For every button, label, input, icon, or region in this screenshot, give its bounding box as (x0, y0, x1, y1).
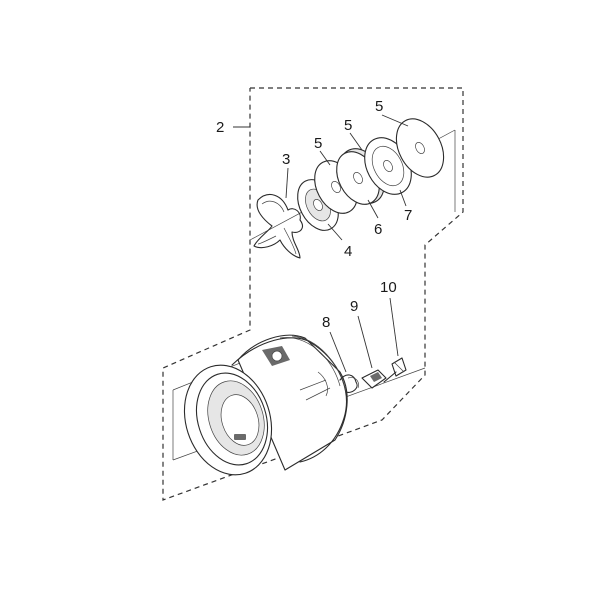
callout-6: 6 (374, 221, 382, 238)
leader-3 (285, 167, 289, 199)
spring-clip-inner (257, 200, 297, 255)
spring-part-8 (339, 374, 359, 393)
callout-2: 2 (216, 119, 224, 136)
leader-5b (349, 132, 363, 151)
callout-8: 8 (322, 314, 330, 331)
leader-9 (357, 315, 373, 369)
callout-4: 4 (344, 243, 352, 260)
leader-6 (367, 199, 379, 219)
screw-part-10 (383, 357, 407, 383)
callout-5-right: 5 (375, 98, 383, 115)
leader-7 (399, 189, 407, 207)
callout-5-left: 5 (314, 135, 322, 152)
leader-5c (381, 114, 409, 127)
spool-front-rim (183, 364, 273, 476)
callout-5-middle: 5 (344, 117, 352, 134)
washer-part-5c (395, 118, 445, 178)
callout-7: 7 (404, 207, 412, 224)
spool-body (231, 334, 348, 471)
leader-4 (327, 223, 343, 241)
spring-clip-part-3 (253, 194, 303, 259)
leader-10 (389, 297, 399, 357)
leader-5a (319, 150, 331, 166)
pawl-part-9 (361, 369, 387, 389)
leader-8 (329, 331, 347, 373)
callout-10: 10 (380, 279, 397, 296)
callout-9: 9 (350, 298, 358, 315)
callout-3: 3 (282, 151, 290, 168)
assembly-boundary-dashed (162, 87, 464, 501)
